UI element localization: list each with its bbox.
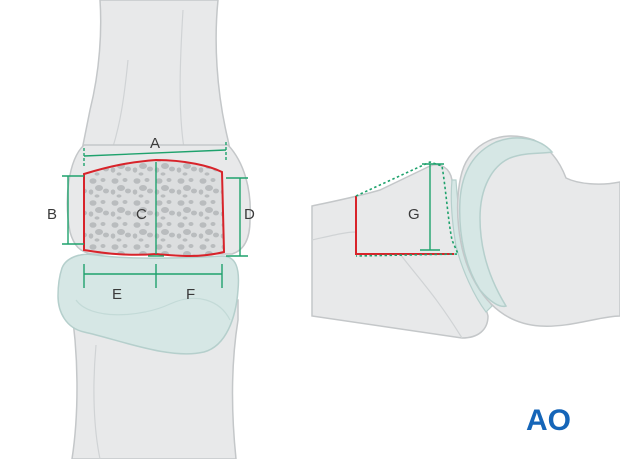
middle-bone-cartilage xyxy=(57,253,240,355)
label-g: G xyxy=(408,206,420,223)
label-a: A xyxy=(150,135,160,152)
measurement-lines-left xyxy=(62,142,248,288)
label-c: C xyxy=(136,206,147,223)
graft-outline xyxy=(83,158,226,257)
lateral-distal-bone xyxy=(456,135,620,327)
label-d: D xyxy=(244,206,255,223)
lateral-distal-cartilage xyxy=(458,137,554,308)
measurement-line-g xyxy=(420,163,444,251)
label-e: E xyxy=(112,286,122,303)
proximal-bone-shaft xyxy=(81,0,231,151)
label-f: F xyxy=(186,286,195,303)
graft-cancellous xyxy=(84,160,224,256)
ao-logo: AO xyxy=(526,404,571,437)
label-b: B xyxy=(47,206,57,223)
